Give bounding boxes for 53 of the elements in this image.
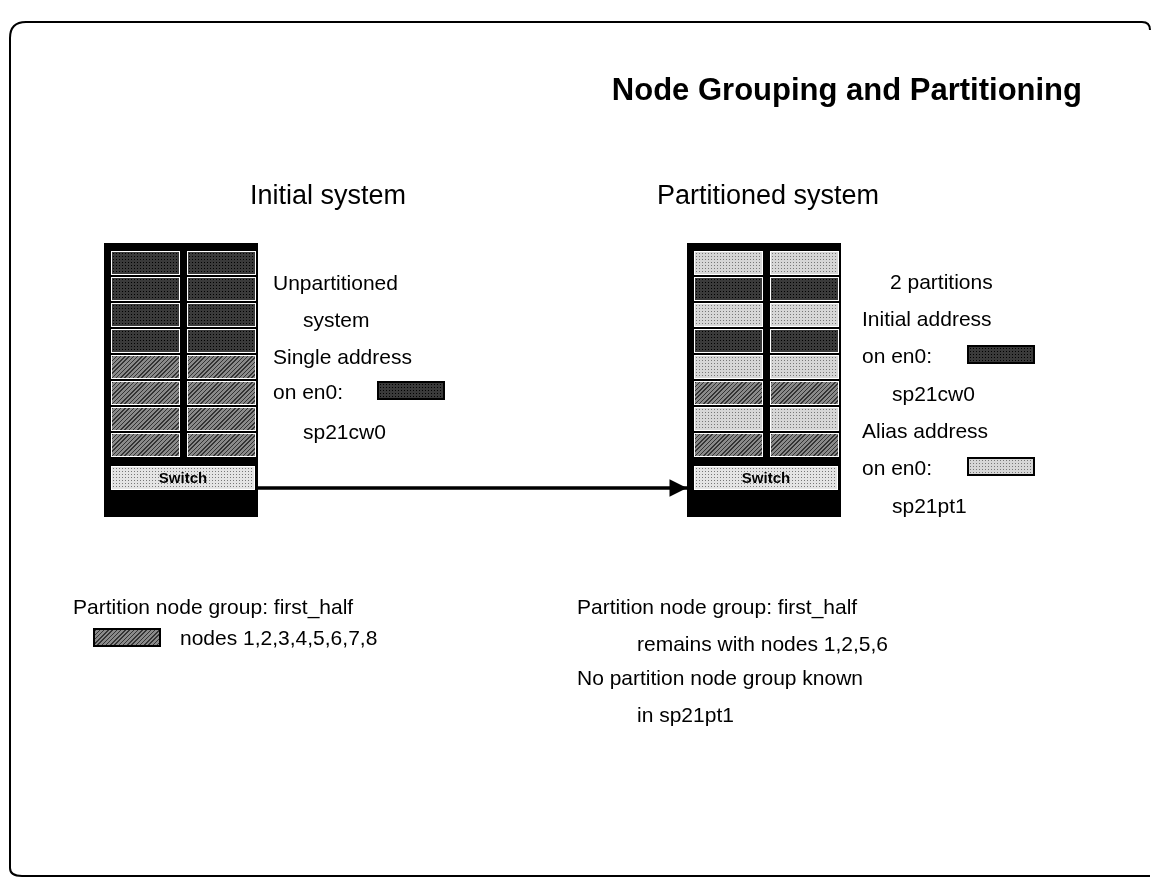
section-heading: Partitioned system: [657, 180, 880, 211]
node-slot: [111, 355, 180, 379]
note-text: Unpartitioned system: [273, 270, 399, 333]
legend-label: on en0:: [273, 379, 344, 405]
node-slot: [187, 303, 256, 327]
node-slot: [694, 303, 763, 327]
legend-label: nodes 1,2,3,4,5,6,7,8: [180, 625, 378, 651]
node-slot: [111, 433, 180, 457]
node-slot: [187, 329, 256, 353]
node-slot: [770, 277, 839, 301]
node-slot: [111, 381, 180, 405]
node-slot: [111, 407, 180, 431]
node-slot: [694, 277, 763, 301]
node-slot: [111, 277, 180, 301]
arrow: [258, 479, 687, 497]
node-slot: [187, 277, 256, 301]
node-slot: [111, 251, 180, 275]
node-slot: [187, 381, 256, 405]
node-slot: [111, 303, 180, 327]
node-slot: [694, 407, 763, 431]
switch-box: Switch: [111, 466, 255, 490]
switch-box: Switch: [694, 466, 838, 490]
note-text: Alias address: [862, 418, 989, 444]
node-slot: [111, 329, 180, 353]
note-text: sp21cw0: [892, 381, 975, 407]
note-text: sp21pt1: [892, 493, 967, 519]
legend-label: on en0:: [862, 343, 933, 369]
node-slot: [187, 355, 256, 379]
node-slot: [770, 407, 839, 431]
node-slot: [187, 407, 256, 431]
node-slot: [187, 433, 256, 457]
node-slot: [770, 381, 839, 405]
node-slot: [694, 381, 763, 405]
note-text: No partition node group known in sp21pt1: [577, 665, 865, 728]
note-text: sp21cw0: [303, 419, 386, 445]
node-slot: [770, 303, 839, 327]
node-slot: [770, 329, 839, 353]
node-slot: [770, 355, 839, 379]
node-slot: [694, 355, 763, 379]
note-text: Partition node group: first_half remains with nodes 1,2,5,6: [577, 594, 889, 657]
node-slot: [694, 433, 763, 457]
section-heading: Initial system: [250, 180, 407, 211]
note-text: Initial address: [862, 306, 992, 332]
node-slot: [694, 251, 763, 275]
legend-label: on en0:: [862, 455, 933, 481]
node-slot: [770, 251, 839, 275]
node-slot: [694, 329, 763, 353]
node-slot: [770, 433, 839, 457]
note-text: 2 partitions: [890, 269, 993, 295]
node-slot: [187, 251, 256, 275]
note-text: Partition node group: first_half: [73, 594, 354, 621]
diagram-title: Node Grouping and Partitioning: [611, 72, 1082, 108]
note-text: Single address: [273, 344, 412, 370]
